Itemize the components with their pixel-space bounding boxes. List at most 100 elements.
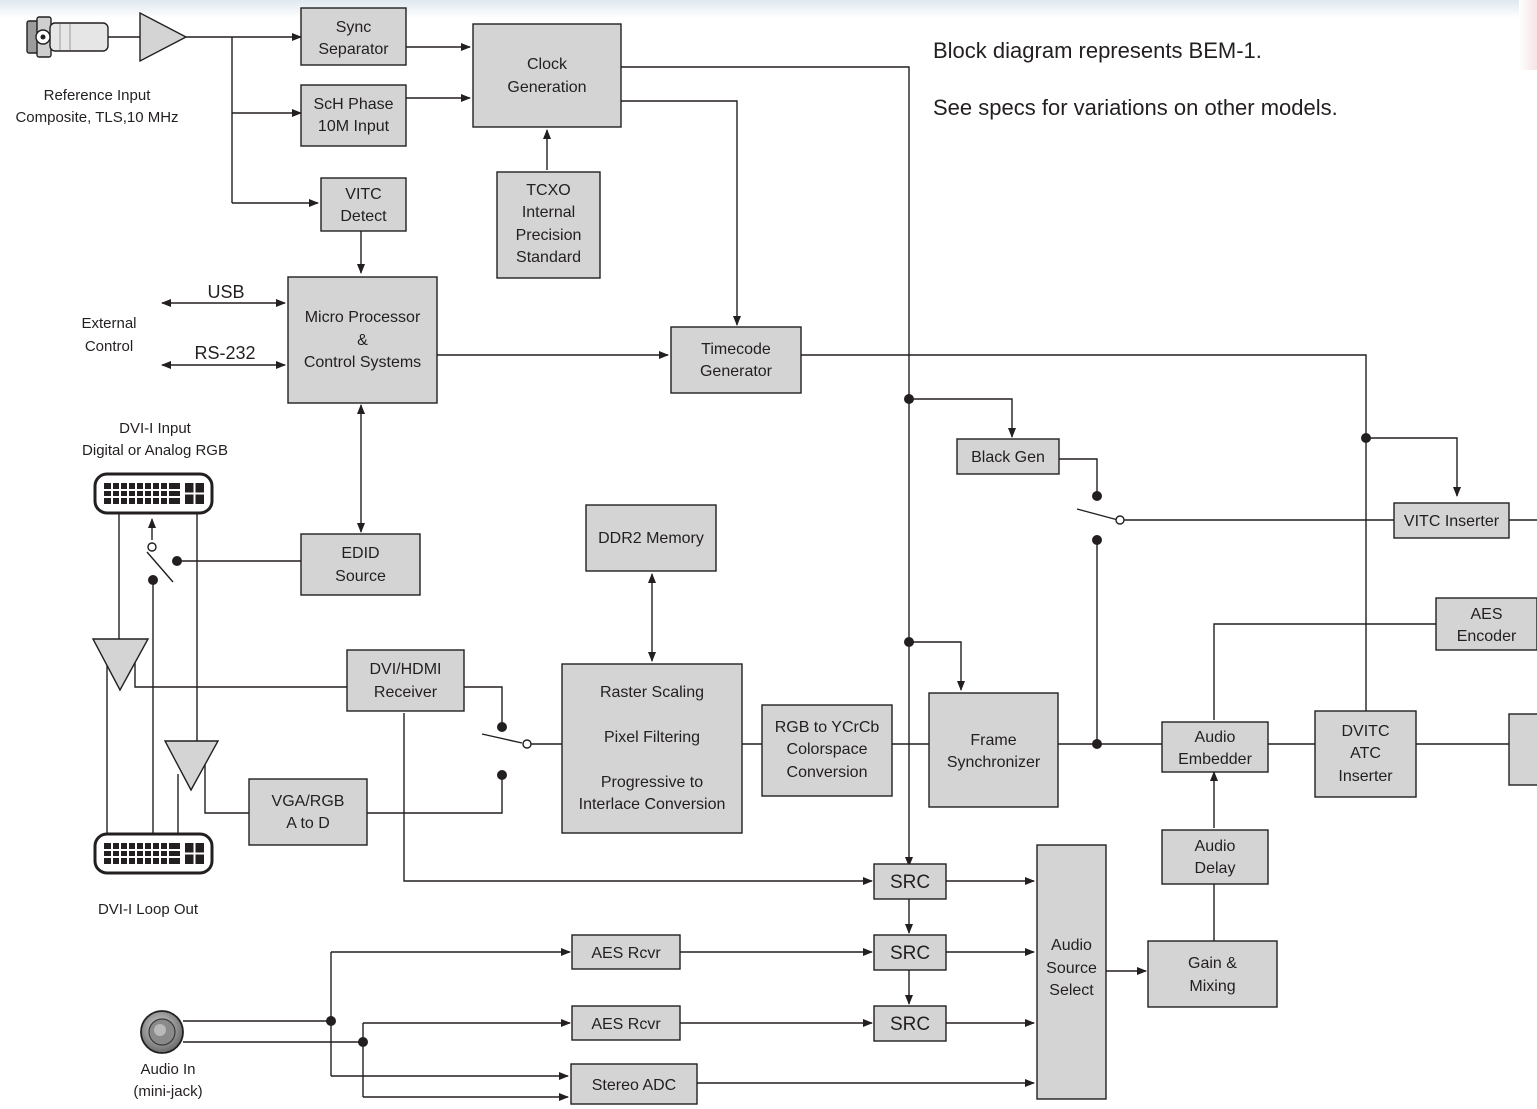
label-sync-separator-1: Sync xyxy=(336,19,372,36)
label-aes-rcvr-2: AES Rcvr xyxy=(591,1016,661,1033)
block-stereo-adc xyxy=(570,1063,698,1105)
label-source-select-2: Source xyxy=(1046,960,1097,977)
label-clock-1: Clock xyxy=(527,56,568,73)
dvi-input-connector-icon xyxy=(93,472,214,515)
audio-jack-icon xyxy=(140,1010,184,1054)
label-raster-2: Pixel Filtering xyxy=(604,729,700,746)
label-audio-in-1: Audio In xyxy=(140,1061,195,1078)
label-sch-phase-2: 10M Input xyxy=(318,118,390,135)
block-src-3 xyxy=(873,1005,947,1042)
dvi-loop-out-connector-icon xyxy=(93,832,214,875)
label-stereo-adc: Stereo ADC xyxy=(592,1077,676,1094)
block-src-1 xyxy=(873,863,947,900)
dvi-buffer-icon xyxy=(91,638,150,692)
label-embedder-2: Embedder xyxy=(1178,751,1252,768)
label-clock-2: Generation xyxy=(507,79,586,96)
label-dvi-hdmi-1: DVI/HDMI xyxy=(370,661,442,678)
label-vga-2: A to D xyxy=(286,815,330,832)
label-external-2: Control xyxy=(85,338,133,355)
block-ddr2-memory xyxy=(585,504,717,572)
label-rgb-2: Colorspace xyxy=(787,741,868,758)
label-src-1: SRC xyxy=(890,872,930,893)
label-sync-separator-2: Separator xyxy=(318,41,389,58)
label-timecode-2: Generator xyxy=(700,363,773,380)
blocks xyxy=(248,7,1537,1105)
label-gain-2: Mixing xyxy=(1189,978,1235,995)
label-ddr2: DDR2 Memory xyxy=(598,530,704,547)
label-source-select-3: Select xyxy=(1049,982,1094,999)
label-rgb-3: Conversion xyxy=(787,764,868,781)
block-raster-scaling xyxy=(561,663,743,834)
switch-pivots xyxy=(147,515,1125,749)
label-frame-sync-2: Synchronizer xyxy=(947,754,1041,771)
label-vitc-detect-1: VITC xyxy=(345,186,381,203)
label-micro-3: Control Systems xyxy=(304,354,421,371)
label-rgb-1: RGB to YCrCb xyxy=(775,719,880,736)
label-edid-2: Source xyxy=(335,568,386,585)
block-edid-source xyxy=(300,533,421,596)
label-tcxo-4: Standard xyxy=(516,249,581,266)
label-raster-1: Raster Scaling xyxy=(600,684,704,701)
label-source-select-1: Audio xyxy=(1051,937,1092,954)
label-tcxo-1: TCXO xyxy=(526,182,570,199)
label-vitc-detect-2: Detect xyxy=(340,208,387,225)
label-aes-rcvr-1: AES Rcvr xyxy=(591,945,661,962)
loop-buffer-icon xyxy=(163,740,220,792)
block-labels: Sync Separator ScH Phase 10M Input Clock… xyxy=(272,19,1517,1094)
label-usb: USB xyxy=(207,282,244,302)
label-black-gen: Black Gen xyxy=(971,449,1045,466)
block-frame-synchronizer xyxy=(928,692,1059,808)
block-aes-rcvr-1 xyxy=(571,934,681,970)
label-audio-delay-2: Delay xyxy=(1195,860,1236,877)
block-timecode-generator xyxy=(670,326,802,394)
label-audio-delay-1: Audio xyxy=(1195,838,1236,855)
block-vga-rgb xyxy=(248,778,368,846)
block-aes-encoder xyxy=(1435,597,1537,651)
junction-dots xyxy=(148,394,1371,1047)
label-dvitc-2: ATC xyxy=(1350,745,1381,762)
label-rs232: RS-232 xyxy=(194,343,255,363)
label-ref-input-2: Composite, TLS,10 MHz xyxy=(15,109,178,126)
label-src-3: SRC xyxy=(890,1014,930,1035)
label-embedder-1: Audio xyxy=(1195,729,1236,746)
block-dvitc-atc-inserter xyxy=(1314,710,1417,798)
block-audio-embedder xyxy=(1161,721,1269,773)
connections xyxy=(106,33,1537,1101)
free-labels: Reference Input Composite, TLS,10 MHz Ex… xyxy=(15,87,255,1100)
block-vitc-inserter xyxy=(1393,502,1510,539)
block-sync-separator xyxy=(300,7,407,66)
block-dvi-hdmi-receiver xyxy=(346,649,465,712)
block-aes-rcvr-2 xyxy=(571,1005,681,1041)
label-dvi-hdmi-2: Receiver xyxy=(374,684,438,701)
label-dvitc-1: DVITC xyxy=(1342,723,1390,740)
label-ref-input-1: Reference Input xyxy=(44,87,152,104)
label-dvi-loop-out: DVI-I Loop Out xyxy=(98,901,199,918)
reference-buffer-icon xyxy=(139,11,188,63)
note-variations: See specs for variations on other models… xyxy=(933,95,1338,120)
label-src-2: SRC xyxy=(890,943,930,964)
block-black-gen xyxy=(956,438,1060,475)
label-dvi-input-1: DVI-I Input xyxy=(119,420,192,437)
label-micro-1: Micro Processor xyxy=(305,309,421,326)
label-gain-1: Gain & xyxy=(1188,955,1237,972)
edge-gradient xyxy=(1519,0,1537,70)
amplifier-icons xyxy=(91,11,220,792)
note-model: Block diagram represents BEM-1. xyxy=(933,38,1262,63)
block-micro-processor xyxy=(287,276,438,404)
block-rgb-ycrcb xyxy=(761,704,893,797)
label-aes-encoder-1: AES xyxy=(1470,606,1502,623)
block-tcxo xyxy=(496,171,601,279)
bnc-connector-icon xyxy=(26,16,109,58)
block-audio-source-select xyxy=(1036,844,1107,1100)
label-dvitc-3: Inserter xyxy=(1338,768,1393,785)
block-sch-phase xyxy=(300,84,407,147)
block-gain-mixing xyxy=(1147,940,1278,1008)
label-raster-4: Interlace Conversion xyxy=(579,796,726,813)
block-clock-generation xyxy=(472,23,622,128)
label-vitc-inserter: VITC Inserter xyxy=(1404,513,1500,530)
label-tcxo-3: Precision xyxy=(516,227,582,244)
block-audio-delay xyxy=(1161,829,1269,885)
label-frame-sync-1: Frame xyxy=(970,732,1016,749)
label-edid-1: EDID xyxy=(341,545,379,562)
